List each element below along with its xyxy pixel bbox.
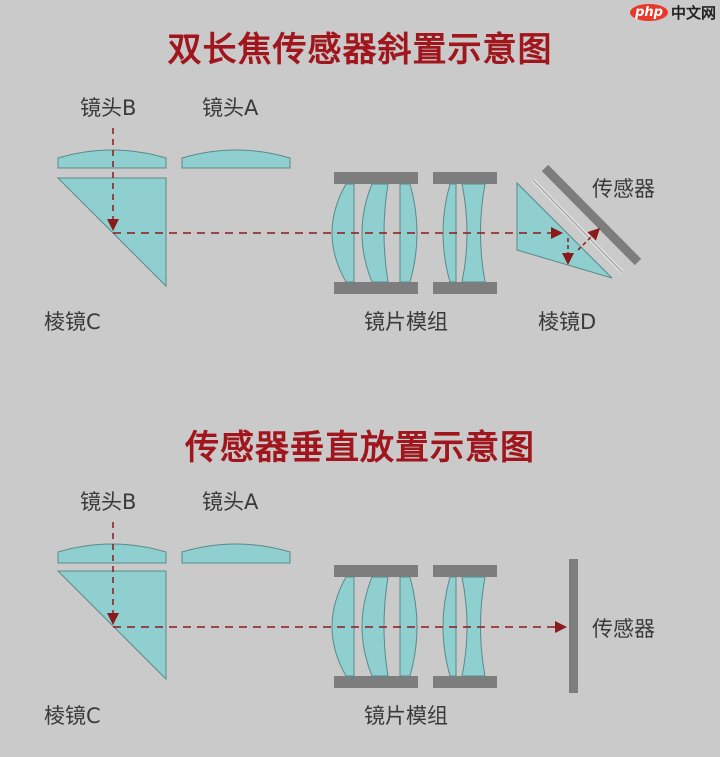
bottom-label-sensor: 传感器: [592, 617, 655, 641]
bottom-lens-b: [57, 543, 167, 564]
top-prism-c: [56, 177, 167, 288]
bottom-label-lens-a: 镜头A: [202, 490, 259, 514]
top-light-path: [107, 128, 601, 265]
php-logo: php: [630, 4, 668, 21]
top-label-sensor: 传感器: [592, 177, 655, 201]
bottom-light-path: [107, 522, 567, 633]
top-label-lens-b: 镜头B: [80, 96, 137, 120]
bottom-label-prism-c: 棱镜C: [44, 704, 101, 728]
top-lens-b: [57, 149, 167, 169]
top-diagram-title: 双长焦传感器斜置示意图: [167, 30, 553, 70]
bottom-prism-c: [56, 570, 167, 681]
top-prism-d: [516, 178, 624, 279]
bottom-lens-a: [181, 543, 291, 564]
top-label-lens-module: 镜片模组: [364, 310, 448, 334]
top-label-prism-d: 棱镜D: [538, 310, 597, 334]
top-sensor-tilted: [541, 164, 642, 266]
top-lens-a: [181, 149, 291, 169]
watermark: php 中文网: [630, 2, 716, 23]
bottom-diagram-title: 传感器垂直放置示意图: [185, 428, 535, 468]
top-label-lens-a: 镜头A: [202, 96, 259, 120]
watermark-text: 中文网: [670, 4, 716, 22]
bottom-sensor-vertical: [569, 559, 578, 693]
bottom-label-lens-module: 镜片模组: [364, 704, 448, 728]
bottom-label-lens-b: 镜头B: [80, 490, 137, 514]
top-label-prism-c: 棱镜C: [44, 310, 101, 334]
